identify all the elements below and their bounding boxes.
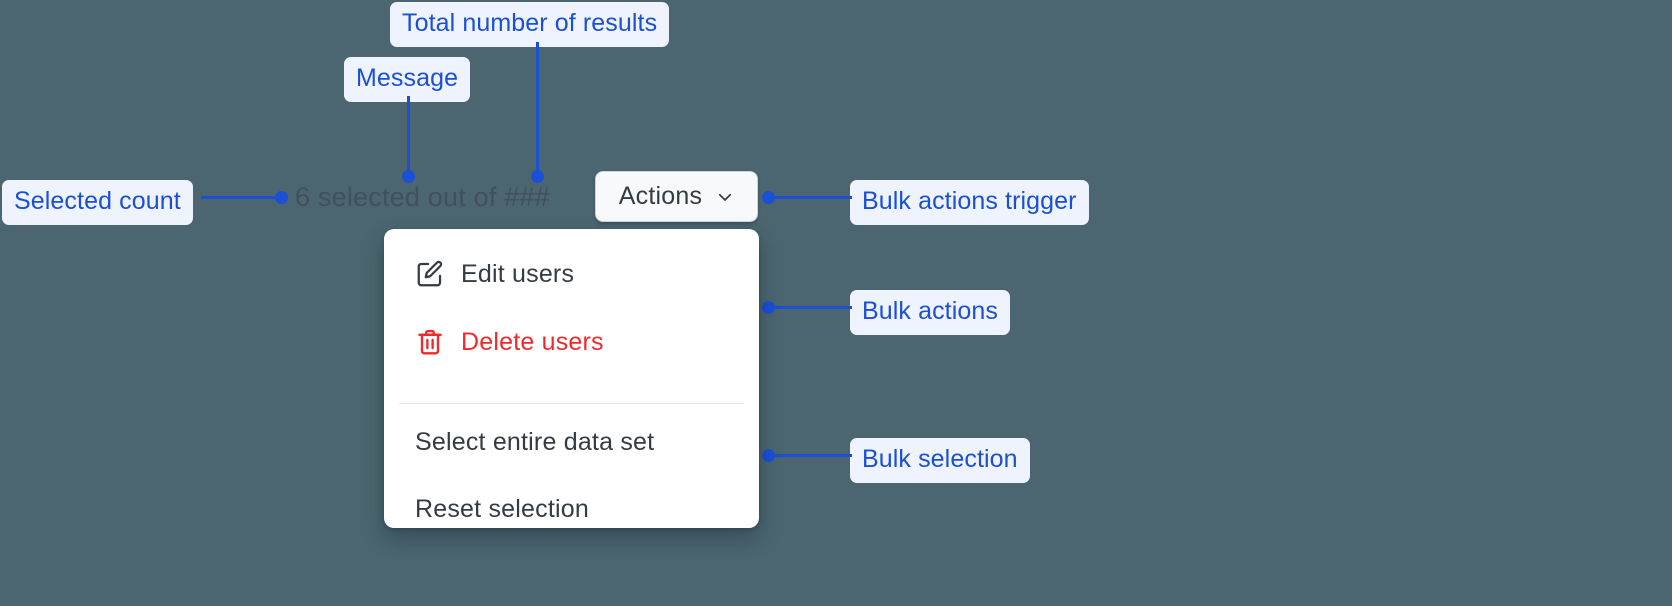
leader-dot-bulk-actions-trigger — [762, 191, 775, 204]
leader-line-bulk-actions — [768, 306, 852, 309]
menu-divider — [399, 403, 744, 404]
leader-line-bulk-actions-trigger — [768, 196, 852, 199]
chevron-down-icon — [719, 193, 732, 201]
leader-dot-bulk-actions — [762, 301, 775, 314]
edit-pencil-square-icon — [417, 260, 443, 287]
trash-icon — [418, 329, 442, 355]
callout-selected-count: Selected count — [2, 180, 193, 225]
leader-line-total-results — [536, 42, 539, 176]
bulk-actions-trigger-label: Actions — [618, 182, 703, 210]
leader-dot-selected-count — [275, 191, 288, 204]
menu-item-edit-users[interactable]: Edit users — [384, 251, 759, 297]
callout-bulk-selection: Bulk selection — [850, 438, 1030, 483]
callout-total-number-of-results: Total number of results — [390, 2, 670, 47]
menu-item-select-entire-data-set-label: Select entire data set — [415, 427, 655, 456]
menu-item-delete-users-label: Delete users — [461, 327, 604, 356]
leader-line-selected-count — [201, 196, 283, 199]
menu-item-edit-users-label: Edit users — [461, 259, 575, 288]
callout-bulk-actions: Bulk actions — [850, 290, 1010, 335]
menu-item-delete-users[interactable]: Delete users — [384, 319, 759, 365]
menu-item-reset-selection-label: Reset selection — [415, 494, 589, 523]
menu-item-select-entire-data-set[interactable]: Select entire data set — [384, 419, 759, 465]
menu-item-reset-selection[interactable]: Reset selection — [384, 486, 759, 532]
leader-line-message — [407, 96, 410, 176]
callout-bulk-actions-trigger: Bulk actions trigger — [850, 180, 1089, 225]
bulk-actions-menu: Edit users Delete users Select entire da… — [384, 229, 759, 528]
leader-line-bulk-selection — [768, 454, 852, 457]
leader-dot-total-results — [531, 170, 544, 183]
leader-dot-message — [402, 170, 415, 183]
selection-count-message: 6 selected out of ### — [295, 182, 550, 212]
bulk-actions-trigger-button[interactable]: Actions — [595, 171, 758, 222]
leader-dot-bulk-selection — [762, 449, 775, 462]
callout-message: Message — [344, 57, 471, 102]
